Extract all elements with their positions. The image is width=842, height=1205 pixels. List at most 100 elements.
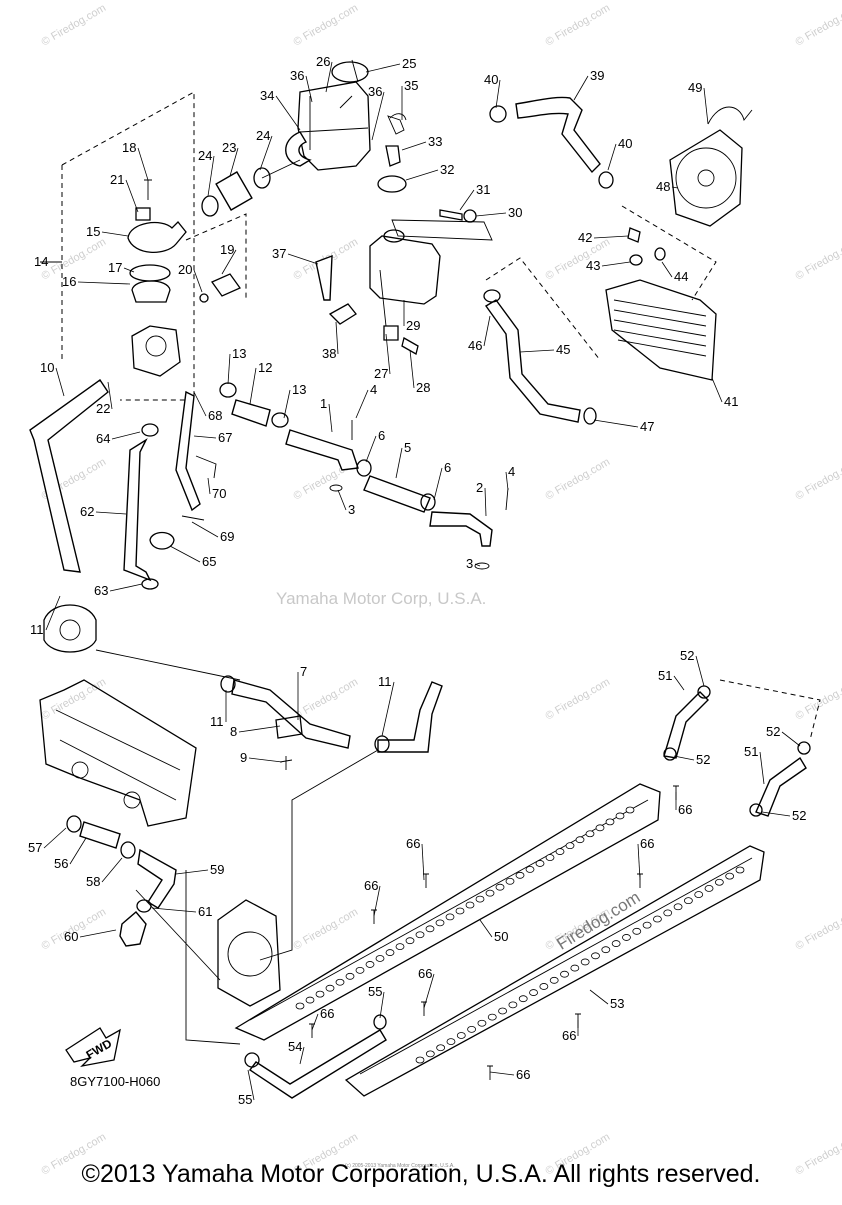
heat-exchanger-53-hole	[416, 1057, 424, 1063]
leader-line-53	[590, 990, 608, 1004]
bolt-66	[487, 1066, 493, 1080]
part-label-40: 40	[618, 136, 632, 151]
leader-line-43	[602, 262, 630, 266]
part-label-27: 27	[374, 366, 388, 381]
part-label-11: 11	[30, 622, 44, 637]
part-label-66: 66	[562, 1028, 576, 1043]
leader-line-1	[329, 404, 332, 432]
part-label-2: 2	[476, 480, 483, 495]
heat-exchanger-50-hole	[556, 849, 564, 855]
o-ring-17	[130, 265, 170, 281]
part-label-6: 6	[444, 460, 451, 475]
part-label-66: 66	[678, 802, 692, 817]
site-watermark: © Firedog.com	[794, 236, 842, 283]
leader-line-9	[249, 758, 282, 762]
part-label-3: 3	[348, 502, 355, 517]
bushing-32	[378, 176, 406, 192]
heat-exchanger-50-hole	[476, 896, 484, 902]
part-label-42: 42	[578, 230, 592, 245]
leader-line-66	[312, 1014, 318, 1030]
leader-line-59	[176, 870, 208, 874]
heat-exchanger-50-hole	[596, 825, 604, 831]
part-label-38: 38	[322, 346, 336, 361]
heat-exchanger-53-hole	[499, 1008, 507, 1014]
part-label-64: 64	[96, 431, 110, 446]
clamp-47	[584, 408, 596, 424]
clamp-55-a	[245, 1053, 259, 1067]
part-label-7: 7	[300, 664, 307, 679]
heat-exchanger-50-hole	[506, 878, 514, 884]
leader-line-66	[422, 844, 424, 880]
pump-housing	[218, 900, 280, 1006]
bolt-42	[628, 228, 640, 242]
thermostat-16	[132, 281, 170, 302]
heat-exchanger-53-hole	[591, 953, 599, 959]
part-label-46: 46	[468, 338, 482, 353]
heat-exchanger-50-hole	[486, 890, 494, 896]
grommet-43	[630, 255, 642, 265]
leader-line-69	[192, 522, 218, 537]
hose-45	[486, 300, 580, 422]
leader-line-63	[110, 584, 142, 591]
heat-exchanger-53-hole	[715, 879, 723, 885]
heat-exchanger-50-hole	[336, 979, 344, 985]
site-watermark: © Firedog.com	[292, 676, 361, 723]
leader-line-18	[138, 148, 148, 180]
firedog-logo-text: Firedog.com	[553, 887, 643, 953]
part-label-58: 58	[86, 874, 100, 889]
heat-exchanger-53-hole	[674, 904, 682, 910]
bolt-66	[371, 910, 377, 924]
part-label-60: 60	[64, 929, 78, 944]
center-watermark: Yamaha Motor Corp, U.S.A.	[276, 589, 486, 608]
part-label-52: 52	[792, 808, 806, 823]
heat-exchanger-50-hole	[616, 813, 624, 819]
reservoir-tank-29	[370, 236, 440, 304]
leader-line-70	[208, 478, 210, 494]
heat-exchanger-50-hole	[376, 955, 384, 961]
leader-line-31	[460, 190, 474, 210]
part-label-59: 59	[210, 862, 224, 877]
heat-exchanger-50-hole	[316, 991, 324, 997]
leader-line-33	[402, 142, 426, 150]
clip-70	[196, 456, 216, 478]
leader-line-46	[484, 316, 490, 346]
hose-23	[216, 172, 252, 210]
leader-line-4	[356, 390, 368, 418]
part-label-63: 63	[94, 583, 108, 598]
part-label-41: 41	[724, 394, 738, 409]
part-label-48: 48	[656, 179, 670, 194]
thermostat-cover-15	[128, 222, 186, 252]
site-watermark: © Firedog.com	[544, 456, 613, 503]
heat-exchanger-53-hole	[705, 885, 713, 891]
heat-exchanger-53-holes	[416, 867, 744, 1063]
heat-exchanger-50-hole	[406, 938, 414, 944]
part-label-36: 36	[290, 68, 304, 83]
leader-line-25	[366, 64, 400, 72]
heat-exchanger-53-hole	[540, 983, 548, 989]
leader-line-3	[338, 490, 346, 510]
leader-line-6	[434, 468, 442, 500]
heat-exchanger-53-hole	[478, 1020, 486, 1026]
heat-exchanger-50-hole	[366, 961, 374, 967]
hose-2	[430, 512, 492, 546]
firedog-logo: Firedog.com	[553, 887, 643, 953]
hose-37	[316, 256, 332, 300]
heat-exchanger-50-hole	[606, 819, 614, 825]
heat-exchanger-53-hole	[612, 941, 620, 947]
reservoir-tank-26	[298, 82, 370, 170]
part-label-11: 11	[378, 674, 392, 689]
part-label-33: 33	[428, 134, 442, 149]
leader-line-13	[284, 390, 290, 418]
fwd-label: FWD	[84, 1036, 115, 1062]
drawing-layer: FWD Firedog.com	[30, 60, 820, 1100]
leader-line-34	[276, 96, 300, 130]
bolt-31	[440, 210, 462, 220]
part-label-61: 61	[198, 904, 212, 919]
leader-line-13	[228, 354, 230, 384]
site-watermark: © Firedog.com	[40, 2, 109, 49]
heat-exchanger-50-hole	[516, 872, 524, 878]
part-label-9: 9	[240, 750, 247, 765]
copyright-footer: ©2013 Yamaha Motor Corporation, U.S.A. A…	[0, 1160, 842, 1189]
clamp-57	[67, 816, 81, 832]
part-label-51: 51	[744, 744, 758, 759]
